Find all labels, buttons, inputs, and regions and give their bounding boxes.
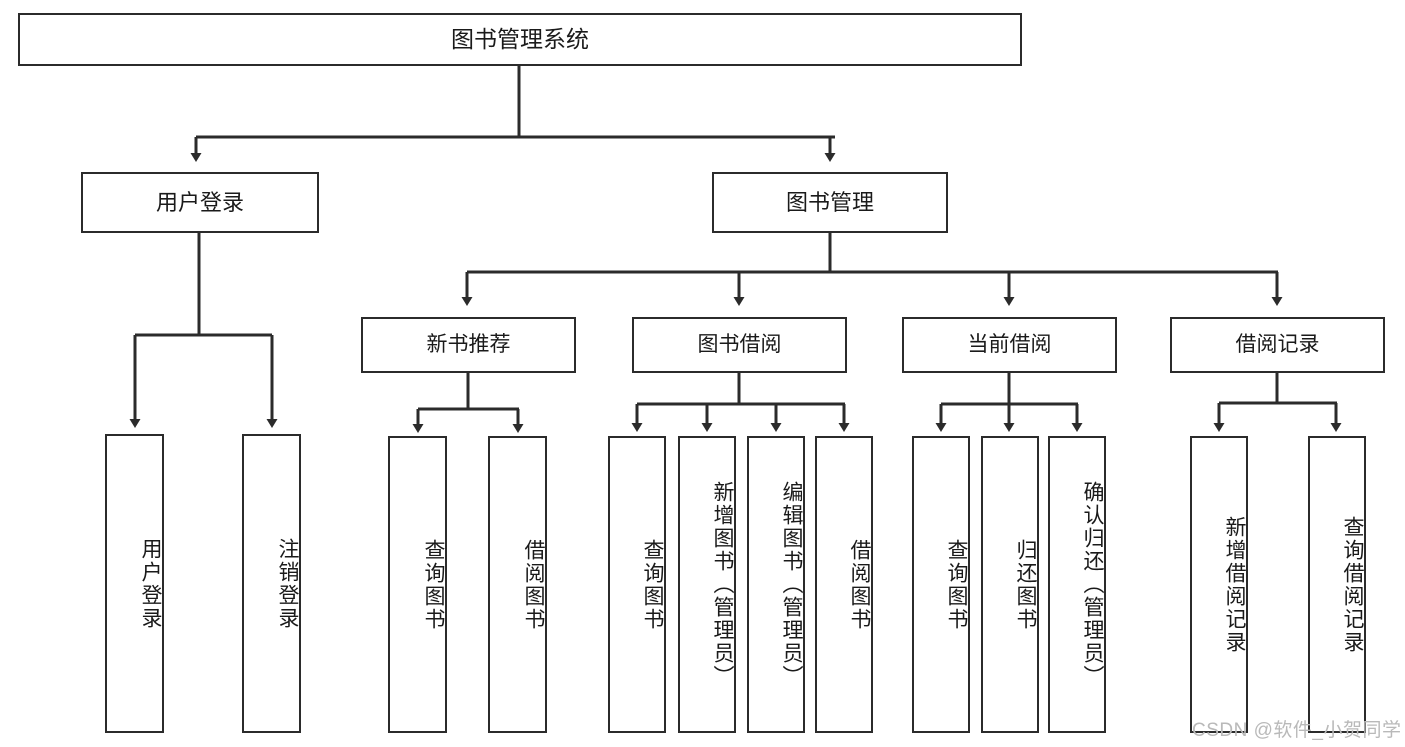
node-user-login[interactable]: 用户登录 [81, 172, 319, 233]
node-label: 编辑图书（管理员） [780, 481, 803, 688]
csdn-watermark: CSDN @软件_小贺同学 [1192, 720, 1402, 741]
node-leaf-query-book-1[interactable]: 查询图书 [388, 436, 447, 733]
node-leaf-user-login[interactable]: 用户登录 [105, 434, 164, 733]
node-label: 用户登录 [139, 537, 162, 630]
node-label: 新增图书（管理员） [711, 481, 734, 688]
node-label: 借阅图书 [848, 538, 871, 631]
node-label: 查询图书 [641, 538, 664, 631]
node-current-borrow[interactable]: 当前借阅 [902, 317, 1117, 373]
node-label: 图书借阅 [697, 332, 782, 356]
node-leaf-add-borrow-record[interactable]: 新增借阅记录 [1190, 436, 1248, 733]
node-leaf-borrow-book-2[interactable]: 借阅图书 [815, 436, 873, 733]
node-leaf-return-book[interactable]: 归还图书 [981, 436, 1039, 733]
node-new-book-recommend[interactable]: 新书推荐 [361, 317, 576, 373]
node-label: 新增借阅记录 [1223, 515, 1246, 654]
node-label: 图书管理系统 [451, 25, 589, 52]
node-leaf-query-book-2[interactable]: 查询图书 [608, 436, 666, 733]
node-leaf-confirm-return-admin[interactable]: 确认归还（管理员） [1048, 436, 1106, 733]
node-label: 归还图书 [1014, 538, 1037, 631]
node-leaf-edit-book-admin[interactable]: 编辑图书（管理员） [747, 436, 805, 733]
node-label: 图书管理 [785, 189, 874, 215]
node-label: 用户登录 [155, 189, 244, 215]
node-leaf-logout-login[interactable]: 注销登录 [242, 434, 301, 733]
node-borrow-record[interactable]: 借阅记录 [1170, 317, 1385, 373]
node-label: 新书推荐 [426, 332, 511, 356]
node-leaf-borrow-book-1[interactable]: 借阅图书 [488, 436, 547, 733]
node-book-borrow[interactable]: 图书借阅 [632, 317, 847, 373]
node-label: 查询图书 [422, 538, 445, 631]
node-leaf-query-borrow-record[interactable]: 查询借阅记录 [1308, 436, 1366, 733]
node-leaf-query-book-3[interactable]: 查询图书 [912, 436, 970, 733]
node-label: 借阅记录 [1235, 332, 1320, 356]
node-label: 查询图书 [945, 538, 968, 631]
node-leaf-add-book-admin[interactable]: 新增图书（管理员） [678, 436, 736, 733]
node-label: 查询借阅记录 [1341, 515, 1364, 654]
node-label: 借阅图书 [522, 538, 545, 631]
node-label: 当前借阅 [967, 332, 1052, 356]
node-label: 注销登录 [276, 537, 299, 630]
node-root-book-management-system[interactable]: 图书管理系统 [18, 13, 1022, 66]
node-label: 确认归还（管理员） [1081, 481, 1104, 688]
node-book-management[interactable]: 图书管理 [712, 172, 948, 233]
